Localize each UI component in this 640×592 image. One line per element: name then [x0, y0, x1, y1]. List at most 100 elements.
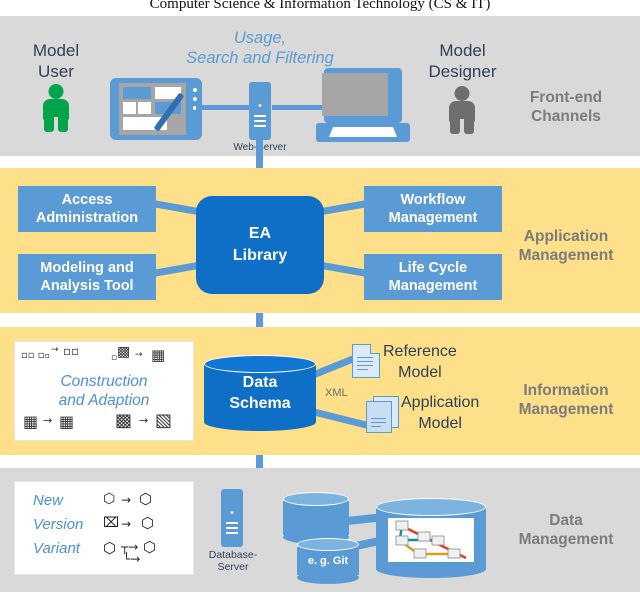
cube-bottom-right-source-icon: ▩: [115, 410, 133, 431]
box-life-cycle-management-line2: Management: [388, 278, 478, 294]
node-ea-library[interactable]: EA Library: [196, 196, 324, 294]
git-body: [297, 547, 359, 575]
xml-label: XML: [325, 387, 348, 399]
model-designer-leg-gap: [460, 119, 464, 134]
box-workflow-management-line1: Workflow: [400, 192, 466, 208]
data-schema-body: [204, 364, 316, 422]
band-label-information-line2: Management: [518, 401, 614, 418]
reference-model-label-line2: Model: [398, 364, 442, 381]
usage-label-line2: Search and Filtering: [186, 49, 334, 67]
tablet-screen: [119, 83, 186, 135]
git-top: [297, 538, 359, 551]
cylinder-model-store[interactable]: [376, 498, 486, 578]
tablet-device-icon: [110, 78, 202, 140]
database-server-label: Database- Server: [195, 549, 271, 573]
data-schema-line1: Data: [242, 374, 278, 391]
reference-model-label: Reference Model: [383, 341, 457, 383]
cube-cluster-top-right-icon: ▩: [117, 344, 131, 360]
glyph-new-blob-icon: ⬡: [103, 491, 116, 507]
reference-model-document-icon: [352, 344, 380, 378]
band-label-front-end: Front-end Channels: [502, 88, 630, 126]
glyph-version-cube-icon: ⬡: [141, 514, 155, 532]
pipe-tablet-to-webserver: [196, 105, 260, 110]
model-user-leg-right: [58, 117, 68, 132]
application-model-label-line1: Application: [401, 394, 480, 411]
application-model-label-line2: Model: [418, 415, 462, 432]
reference-model-label-line1: Reference: [383, 343, 457, 360]
tablet-tile-3: [123, 102, 136, 114]
band-label-front-end-line1: Front-end: [529, 89, 603, 106]
box-workflow-management[interactable]: Workflow Management: [364, 186, 502, 232]
reference-model-line-4: [357, 369, 368, 371]
cube-cluster-top-left-icon: ▫▫ ▫▫: [21, 350, 50, 361]
model-user-body: [43, 99, 69, 121]
laptop-keyboard: [329, 127, 397, 137]
panel-construction-line1: Construction: [60, 373, 148, 390]
web-server-vent-2: [254, 120, 266, 122]
glyph-variant-cube-target-icon: ⬡: [143, 538, 157, 556]
data-schema-label: Data Schema: [204, 355, 316, 431]
box-access-administration[interactable]: Access Administration: [18, 186, 156, 232]
model-store-network-graph-icon: [388, 518, 474, 562]
spine-information-to-data: [256, 420, 263, 492]
reference-model-page-fold: [370, 344, 380, 354]
cube-cluster-top-right-arrow-icon: →: [135, 350, 143, 360]
panel-construction-and-adaption: Construction and Adaption ▫▫ ▫▫ → ▫▫ ▩ ▫…: [14, 341, 194, 441]
repository-top: [283, 492, 349, 506]
band-label-information: Information Management: [502, 381, 630, 419]
model-user-leg-gap: [54, 117, 58, 132]
reference-model-line-3: [357, 365, 373, 367]
web-server-led: [258, 104, 262, 107]
paper-running-header: Computer Science & Information Technolog…: [149, 0, 491, 12]
variant-label-version: Version: [33, 516, 84, 533]
pipe-webserver-to-laptop: [272, 105, 322, 110]
box-modeling-analysis-tool[interactable]: Modeling and Analysis Tool: [18, 254, 156, 300]
node-ea-library-line1: EA: [248, 225, 272, 242]
laptop-device-icon: [316, 68, 410, 142]
usage-search-filtering-label: Usage, Search and Filtering: [150, 28, 370, 68]
glyph-version-arrow-icon: →: [121, 517, 132, 531]
cube-bottom-left-target-icon: ▦: [59, 412, 75, 431]
git-bottom: [297, 571, 359, 584]
cube-cluster-top-left-arrow-icon: →: [51, 345, 59, 355]
band-label-front-end-line2: Channels: [531, 108, 601, 125]
model-designer-label-line1: Model: [439, 41, 486, 60]
cube-bottom-left-arrow-icon: →: [43, 414, 53, 427]
box-modeling-analysis-tool-line2: Analysis Tool: [40, 278, 134, 294]
panel-new-version-variant: New Version Variant ⬡ → ⬡ ⌧ → ⬡ ⬡ ┬→ ⬡ └…: [14, 481, 194, 575]
box-modeling-analysis-tool-line1: Modeling and: [40, 260, 134, 276]
web-server-vent-1: [254, 115, 266, 117]
tablet-dot-2: [193, 97, 197, 101]
cube-cluster-top-left-target-icon: ▫▫: [63, 344, 80, 358]
web-server-icon: [249, 82, 271, 140]
tablet-tile-2: [155, 87, 181, 99]
glyph-variant-cube-source-icon: ⬡: [103, 539, 117, 557]
box-life-cycle-management-line1: Life Cycle: [398, 260, 468, 276]
cylinder-git[interactable]: e. g. Git: [297, 538, 359, 584]
band-label-application: Application Management: [502, 227, 630, 265]
model-user-label: Model User: [16, 40, 96, 82]
cube-bottom-left-source-icon: ▦: [23, 412, 39, 431]
reference-model-page: [352, 344, 380, 378]
model-designer-leg-left: [450, 119, 460, 134]
variant-label-variant: Variant: [33, 540, 80, 557]
model-user-figure-icon: [39, 84, 73, 132]
laptop-display: [322, 73, 388, 116]
application-model-line-1: [371, 418, 386, 420]
model-designer-label-line2: Designer: [428, 62, 497, 81]
model-designer-label: Model Designer: [415, 40, 510, 82]
data-schema-bottom: [204, 413, 316, 431]
box-life-cycle-management[interactable]: Life Cycle Management: [364, 254, 502, 300]
git-label: e. g. Git: [307, 555, 349, 567]
glyph-new-arrow-icon: →: [121, 493, 132, 507]
cube-bottom-right-target-icon: ▧: [155, 410, 173, 431]
glyph-new-cube-icon: ⬡: [139, 490, 153, 508]
database-server-vent-3: [226, 532, 238, 534]
network-graph-svg: [395, 520, 467, 560]
tablet-tile-4: [138, 102, 151, 114]
database-server-label-line2: Server: [217, 561, 249, 573]
cylinder-data-schema[interactable]: Data Schema: [204, 355, 316, 431]
cylinder-repository[interactable]: [283, 492, 349, 544]
model-designer-body: [449, 101, 475, 123]
band-label-data-line1: Data: [549, 512, 583, 529]
